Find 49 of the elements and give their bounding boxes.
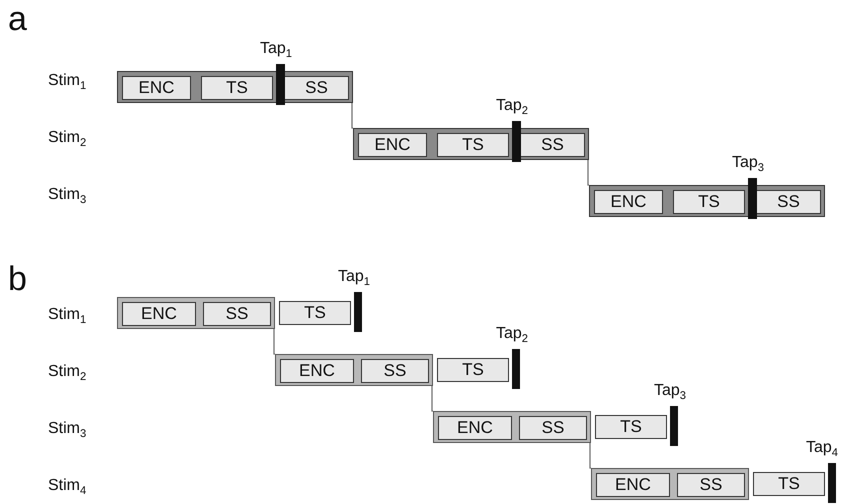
connector-line <box>589 443 592 469</box>
stimulus-label: Stim$_{1}$ <box>48 306 86 326</box>
panel-letter: a <box>8 2 27 36</box>
stage-box: ENC <box>438 416 512 440</box>
stage-box: ENC <box>594 190 663 214</box>
stage-box: TS <box>437 358 509 382</box>
stage-box: SS <box>203 302 271 326</box>
stage-box: ENC <box>122 302 196 326</box>
stage-box: SS <box>520 133 585 157</box>
trial-bar <box>589 185 825 217</box>
stage-box: TS <box>279 301 351 325</box>
connector-line <box>587 160 590 186</box>
stimulus-label: Stim$_{2}$ <box>48 129 86 150</box>
stage-box: SS <box>284 76 349 100</box>
connector-line <box>273 329 276 355</box>
trial-bar <box>275 354 433 386</box>
tap-label: Tap$_{1}$ <box>338 268 370 288</box>
stimulus-label: Stim$_{1}$ <box>48 72 86 92</box>
stimulus-label: Stim$_{4}$ <box>48 477 86 498</box>
connector-line <box>431 386 434 412</box>
trial-bar <box>353 128 589 160</box>
stage-box: TS <box>437 133 509 157</box>
connector-line <box>351 103 354 129</box>
stage-box: ENC <box>596 473 670 497</box>
stage-box: SS <box>519 416 587 440</box>
panel-letter: b <box>8 262 27 296</box>
tap-label: Tap$_{1}$ <box>260 40 292 60</box>
stage-box: TS <box>753 472 825 496</box>
stimulus-label: Stim$_{3}$ <box>48 186 86 206</box>
trial-bar <box>591 468 749 500</box>
trial-bar <box>117 297 275 329</box>
stage-box: ENC <box>280 359 354 383</box>
stage-box: SS <box>677 473 745 497</box>
stage-box: SS <box>756 190 821 214</box>
tap-label: Tap$_{4}$ <box>806 439 838 460</box>
stimulus-label: Stim$_{3}$ <box>48 420 86 440</box>
stage-box: TS <box>201 76 273 100</box>
stage-box: ENC <box>122 76 191 100</box>
tap-label: Tap$_{3}$ <box>732 154 764 174</box>
stage-box: ENC <box>358 133 427 157</box>
stage-box: TS <box>595 415 667 439</box>
trial-bar <box>433 411 591 443</box>
tap-label: Tap$_{3}$ <box>654 382 686 402</box>
stage-box: SS <box>361 359 429 383</box>
tap-label: Tap$_{2}$ <box>496 97 528 118</box>
stimulus-label: Stim$_{2}$ <box>48 363 86 384</box>
tap-label: Tap$_{2}$ <box>496 325 528 346</box>
trial-bar <box>117 71 353 103</box>
stage-box: TS <box>673 190 745 214</box>
